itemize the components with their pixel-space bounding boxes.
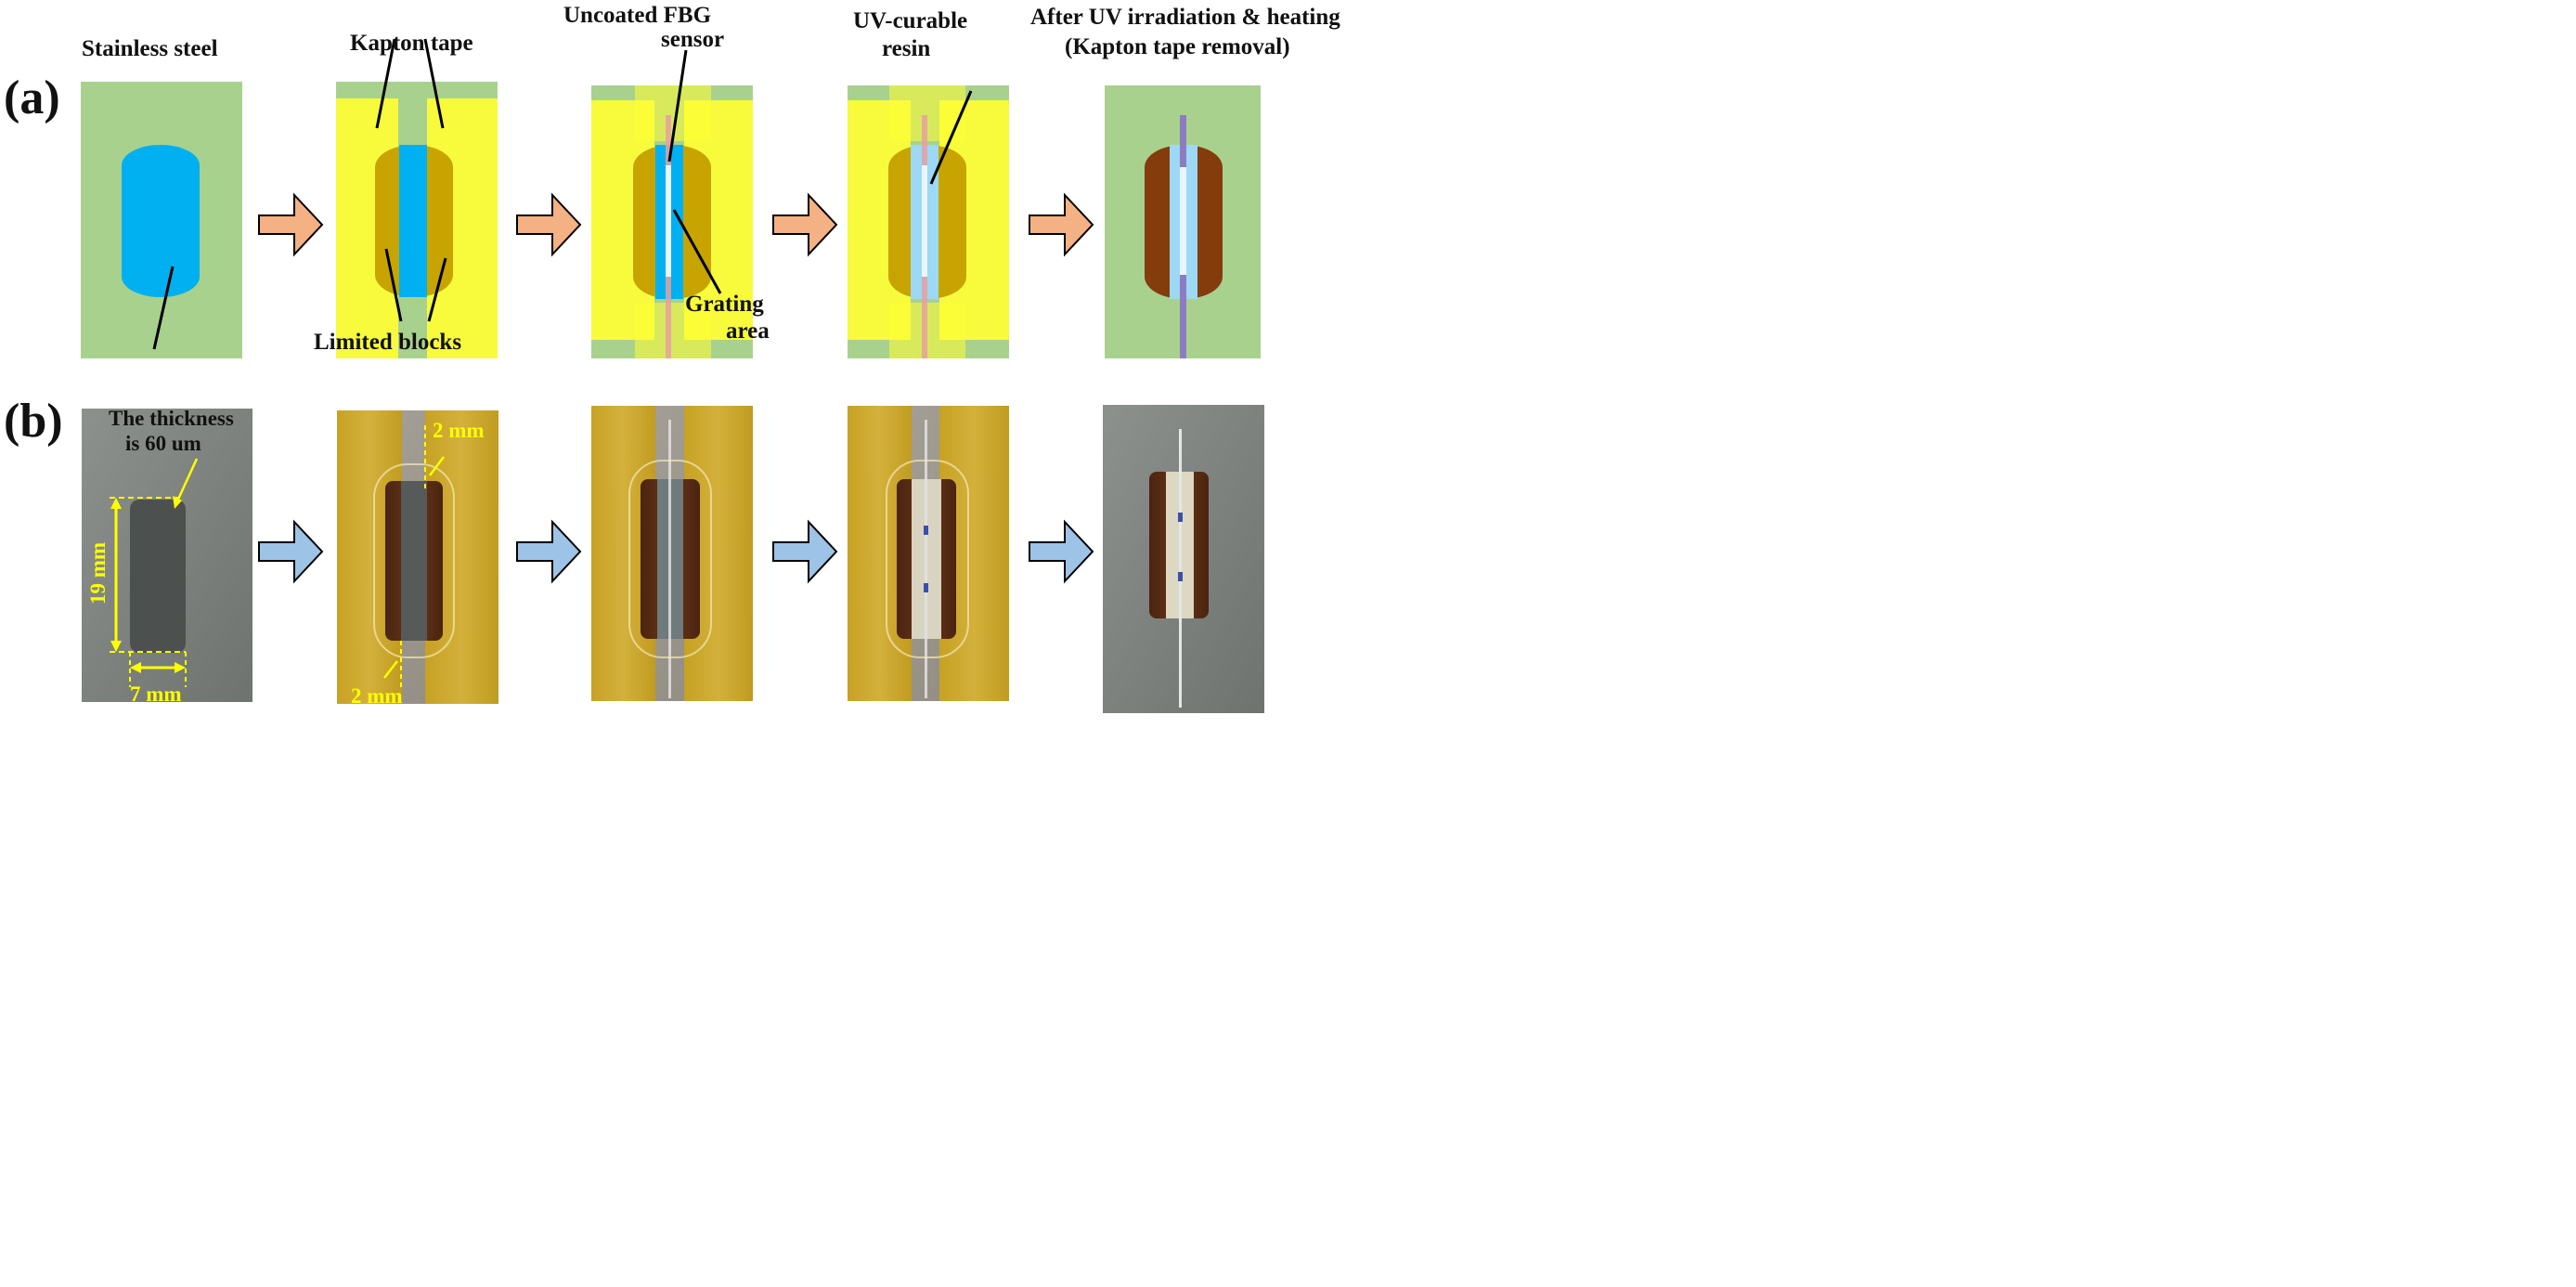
grating-area bbox=[922, 165, 927, 277]
photo5 bbox=[1103, 405, 1264, 713]
photo2-substrate bbox=[401, 481, 427, 641]
tape-overlap-bottom bbox=[635, 303, 711, 358]
blue-arrow-2 bbox=[516, 519, 582, 584]
length-label: 19 mm bbox=[86, 541, 110, 605]
photo5-fiber bbox=[1179, 429, 1182, 708]
fabrication-process-figure: (a) (b) Stainless steel Kapton tape Limi… bbox=[0, 0, 1456, 727]
orange-arrow-3 bbox=[772, 192, 838, 257]
photo4-mark-bottom bbox=[924, 583, 928, 592]
dim-width-head-left bbox=[130, 662, 141, 673]
step1-title: Stainless steel bbox=[82, 36, 218, 61]
photo5-mark-bottom bbox=[1178, 572, 1183, 581]
step3-title-line2: sensor bbox=[661, 27, 725, 52]
blue-arrow-4 bbox=[1029, 519, 1094, 584]
dim-width-head-right bbox=[175, 662, 186, 673]
block-pointer-right bbox=[427, 257, 447, 322]
gap-bottom-label: 2 mm bbox=[351, 684, 403, 708]
figure-canvas bbox=[81, 38, 1264, 713]
process-arrows-b bbox=[258, 519, 1094, 584]
thickness-label-line1: The thickness bbox=[109, 407, 234, 430]
photo4-tape-bubble bbox=[886, 460, 969, 658]
orange-arrow-1 bbox=[258, 192, 324, 257]
step4-title-line1: UV-curable bbox=[853, 8, 968, 33]
photo1 bbox=[82, 409, 252, 702]
photo4-fiber bbox=[925, 420, 927, 698]
dim-length-head-bottom bbox=[110, 641, 122, 652]
width-label: 7 mm bbox=[130, 682, 182, 706]
dim-length-head-top bbox=[110, 498, 122, 509]
photo3 bbox=[591, 406, 753, 701]
photo1-substrate bbox=[130, 500, 186, 653]
resin-pointer bbox=[929, 90, 973, 185]
panel-a-letter: (a) bbox=[4, 72, 60, 124]
gap-bottom-pointer bbox=[383, 660, 398, 679]
photo5-mark-top bbox=[1178, 513, 1183, 522]
photo2 bbox=[337, 410, 498, 704]
thickness-label-line2: is 60 um bbox=[125, 432, 201, 455]
thickness-pointer-head bbox=[173, 496, 182, 509]
substrate-foil bbox=[122, 145, 200, 297]
step2-title: Kapton tape bbox=[350, 31, 473, 56]
step4-title-line2: resin bbox=[882, 36, 931, 61]
photo4-mark-top bbox=[924, 526, 928, 535]
grating-area bbox=[666, 165, 671, 277]
step5-diagram bbox=[1105, 85, 1261, 358]
step1-diagram bbox=[81, 82, 242, 358]
step2-callout: Limited blocks bbox=[314, 330, 462, 355]
photo2-tape-bubble bbox=[373, 463, 455, 658]
fbg-pointer bbox=[667, 49, 688, 162]
step5-title-line1: After UV irradiation & heating bbox=[1030, 5, 1340, 30]
grating-pointer bbox=[672, 209, 722, 294]
kapton-pointer-left bbox=[375, 38, 396, 129]
step5-title-line2: (Kapton tape removal) bbox=[1065, 34, 1290, 59]
photo3-fiber bbox=[668, 420, 671, 698]
orange-arrow-4 bbox=[1029, 192, 1094, 257]
step3-callout-line2: area bbox=[726, 318, 770, 344]
block-pointer-left bbox=[384, 248, 403, 322]
thickness-pointer bbox=[175, 458, 199, 504]
gap-top-label: 2 mm bbox=[433, 419, 485, 442]
step4-diagram bbox=[848, 85, 1009, 358]
step3-title-line1: Uncoated FBG bbox=[563, 3, 712, 28]
step3-diagram bbox=[591, 49, 753, 358]
gap-top-pointer bbox=[429, 456, 445, 476]
substrate-pointer bbox=[152, 266, 175, 350]
substrate-foil bbox=[399, 145, 427, 297]
panel-b-letter: (b) bbox=[4, 395, 63, 448]
step3-callout-line1: Grating bbox=[685, 292, 764, 317]
blue-arrow-3 bbox=[772, 519, 838, 584]
photo4 bbox=[848, 406, 1009, 701]
blue-arrow-1 bbox=[258, 519, 324, 584]
kapton-pointer-right bbox=[423, 38, 445, 129]
orange-arrow-2 bbox=[516, 192, 582, 257]
step2-diagram bbox=[336, 38, 498, 358]
process-arrows-a bbox=[258, 192, 1094, 257]
photo3-tape-bubble bbox=[628, 460, 712, 658]
grating-area bbox=[1180, 167, 1186, 275]
